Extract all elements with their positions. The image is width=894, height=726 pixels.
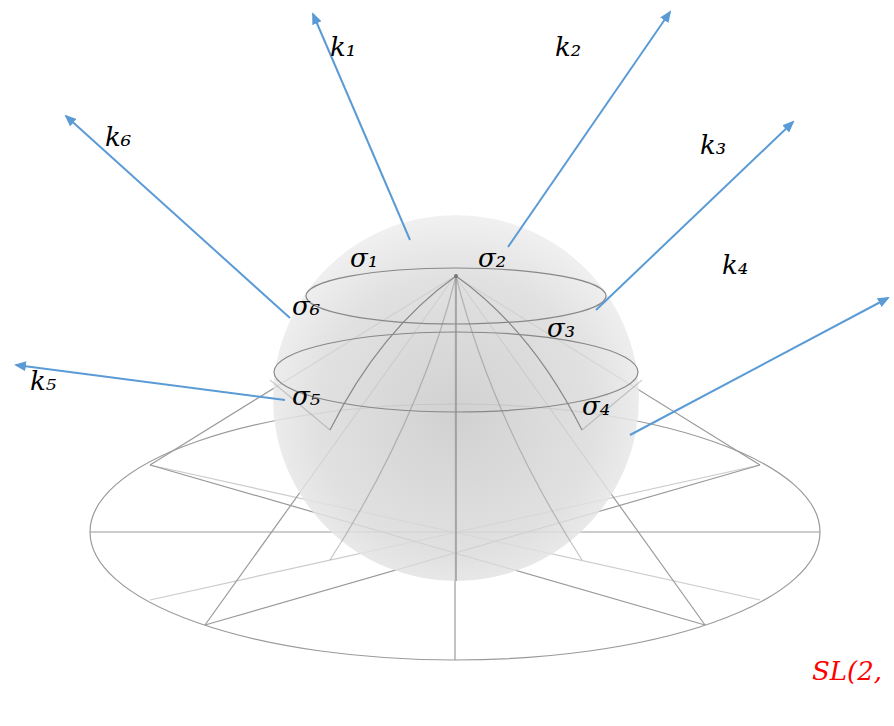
puncture-label: σ₄ bbox=[582, 393, 610, 419]
puncture-label: σ₂ bbox=[478, 245, 506, 271]
sphere-grid bbox=[270, 268, 642, 581]
momentum-label: k₂ bbox=[555, 34, 581, 60]
momentum-label: k₁ bbox=[330, 34, 356, 60]
puncture-label: σ₅ bbox=[292, 383, 320, 409]
puncture-label: σ₃ bbox=[547, 315, 575, 341]
group-label: SL(2, bbox=[812, 658, 882, 684]
momentum-label: k₅ bbox=[30, 368, 56, 394]
apex bbox=[454, 274, 458, 278]
momentum-arrows bbox=[16, 12, 888, 435]
puncture-label: σ₁ bbox=[350, 245, 378, 271]
momentum-label: k₃ bbox=[700, 132, 726, 158]
puncture-label: σ₆ bbox=[292, 293, 320, 319]
momentum-label: k₄ bbox=[722, 252, 748, 278]
momentum-label: k₆ bbox=[105, 124, 131, 150]
sphere bbox=[273, 215, 639, 581]
